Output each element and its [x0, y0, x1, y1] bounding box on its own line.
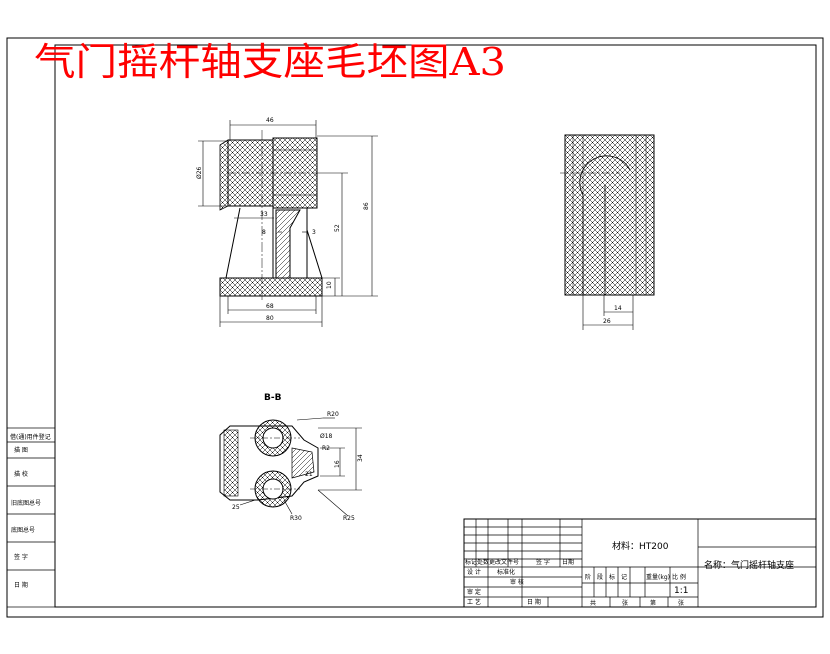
dim-label: 10 — [326, 281, 333, 289]
dim-label: 14 — [614, 305, 622, 312]
title-block-text: 标记 处数 更改文件号 签 字 日期 设 计 标准化 审 核 审 定 工 艺 日… — [465, 540, 794, 607]
front-view-dim-text: 46 Ø26 86 52 10 33 8 3 68 80 — [196, 117, 370, 322]
tb-mark: 阶 — [585, 573, 591, 581]
side-label: 日 期 — [14, 581, 28, 589]
side-label: 底图总号 — [11, 526, 35, 534]
side-label: 签 字 — [14, 553, 28, 561]
tb-sheet: 第 — [650, 599, 656, 607]
dim-label: R25 — [343, 515, 355, 522]
tb-mark: 标 — [609, 573, 615, 581]
tb-sheet: 张 — [678, 599, 684, 607]
dim-label: 33 — [260, 211, 268, 218]
tb-design: 设 计 — [467, 568, 481, 576]
section-view-dim-text: R20 Ø18 34 16 21 R25 R30 25 R2 — [232, 411, 364, 522]
dim-label: 80 — [266, 315, 274, 322]
drawing-title: 气门摇杆轴支座毛坯图A3 — [34, 40, 506, 84]
tb-sheet: 张 — [622, 599, 628, 607]
side-view — [560, 134, 655, 296]
rev-header: 签 字 — [536, 558, 550, 566]
tb-mark: 记 — [621, 574, 627, 581]
front-view — [219, 130, 323, 300]
side-view-dimensions — [582, 295, 634, 330]
side-label: 借(通)用件登记 — [10, 433, 51, 441]
dim-label: R2 — [322, 445, 330, 452]
side-label: 描 图 — [14, 446, 28, 454]
side-label: 描 校 — [14, 470, 28, 478]
dim-label: 21 — [305, 471, 313, 478]
tb-scale: 1:1 — [674, 586, 688, 596]
dim-label: R30 — [290, 515, 302, 522]
tb-weight: 重量(kg) — [646, 573, 670, 581]
tb-standard: 标准化 — [497, 568, 515, 576]
dim-label: 46 — [266, 117, 274, 124]
dim-label: Ø18 — [320, 433, 333, 440]
tb-date: 日 期 — [527, 598, 541, 606]
side-label: 旧底图总号 — [11, 499, 41, 507]
dim-label: 68 — [266, 303, 274, 310]
dim-label: 52 — [334, 224, 341, 232]
section-view — [219, 419, 319, 508]
tb-material: 材料：HT200 — [612, 540, 669, 552]
dim-label: R20 — [327, 411, 339, 418]
tb-name: 名称：气门摇杆轴支座 — [704, 559, 794, 571]
dim-label: 34 — [357, 454, 364, 462]
rev-header: 处数 — [477, 558, 489, 566]
tb-audit: 审 定 — [467, 588, 481, 596]
sheet-frame — [6, 37, 824, 618]
dim-label: 3 — [312, 229, 316, 236]
side-registration-column — [6, 427, 56, 608]
tb-scale-label: 比 例 — [672, 573, 686, 581]
dim-label: Ø26 — [196, 166, 203, 179]
front-view-dimensions — [198, 120, 378, 327]
tb-review: 审 核 — [510, 578, 524, 586]
tb-process: 工 艺 — [467, 598, 481, 606]
rev-header: 日期 — [562, 558, 574, 566]
dim-label: 8 — [262, 229, 266, 236]
title-block-grid — [463, 518, 817, 608]
tb-mark: 段 — [597, 573, 603, 581]
section-label: B-B — [264, 393, 282, 403]
dim-label: 25 — [232, 504, 240, 511]
rev-header: 标记 — [465, 558, 477, 566]
section-view-dimensions — [239, 417, 362, 517]
side-registration-labels: 借(通)用件登记 描 图 描 校 旧底图总号 底图总号 签 字 日 期 — [10, 433, 51, 589]
tb-sheet: 共 — [590, 599, 596, 607]
side-view-dim-text: 14 26 — [603, 305, 622, 325]
dim-label: 16 — [334, 460, 341, 468]
rev-header: 更改文件号 — [489, 558, 519, 566]
dim-label: 26 — [603, 318, 611, 325]
dim-label: 86 — [363, 202, 370, 210]
